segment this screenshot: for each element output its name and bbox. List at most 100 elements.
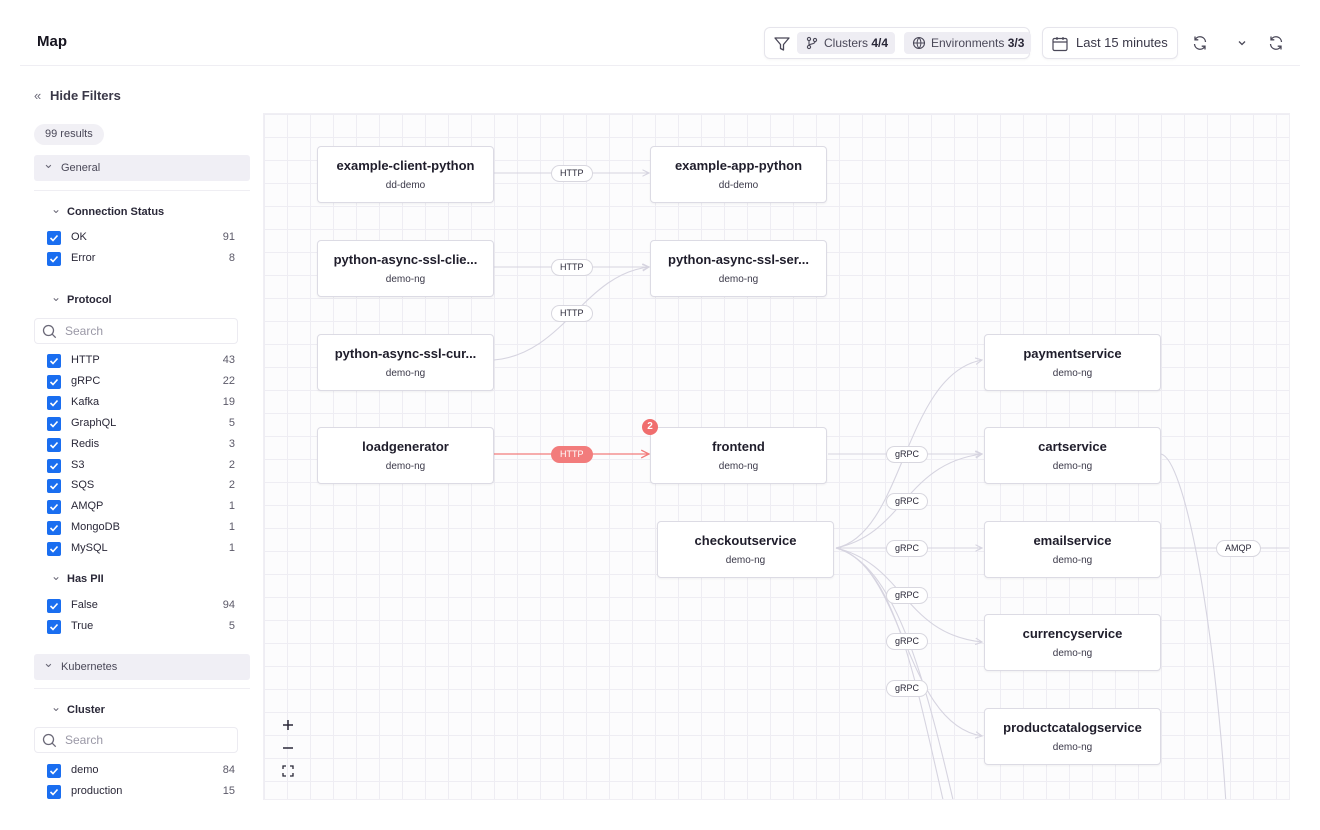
divider (34, 190, 250, 191)
edge-label-error[interactable]: HTTP (551, 446, 593, 463)
service-node[interactable]: python-async-ssl-clie...demo-ng (317, 240, 494, 297)
filter-row-error[interactable]: Error 8 (47, 249, 237, 269)
zoom-in-button[interactable] (278, 715, 298, 735)
check-icon (49, 545, 59, 553)
environments-selector[interactable]: Environments 3/3 (904, 32, 1032, 54)
edge-label[interactable]: gRPC (886, 680, 929, 697)
checkbox[interactable] (47, 375, 61, 389)
group-has-pii[interactable]: Has PII (51, 569, 104, 585)
checkbox[interactable] (47, 231, 61, 245)
checkbox[interactable] (47, 521, 61, 535)
cluster-search-input[interactable]: Search (34, 727, 238, 753)
page-title: Map (37, 33, 67, 50)
service-map-canvas[interactable]: HTTP HTTP HTTP HTTP gRPC gRPC gRPC gRPC … (263, 113, 1290, 800)
check-icon (49, 788, 59, 796)
minus-icon (283, 747, 293, 749)
edge-label[interactable]: AMQP (1216, 540, 1261, 557)
checkbox[interactable] (47, 438, 61, 452)
checkbox[interactable] (47, 396, 61, 410)
fit-view-button[interactable] (278, 761, 298, 781)
edge-checkout-offscreen-2 (835, 547, 944, 799)
refresh-button[interactable] (1189, 32, 1211, 54)
edge-label[interactable]: gRPC (886, 587, 929, 604)
group-cluster[interactable]: Cluster (51, 700, 105, 716)
checkbox[interactable] (47, 542, 61, 556)
edge-label[interactable]: gRPC (886, 493, 929, 510)
error-count-badge: 2 (642, 419, 658, 435)
edge-label[interactable]: gRPC (886, 540, 929, 557)
section-general[interactable]: General (34, 151, 250, 181)
edge-label[interactable]: HTTP (551, 259, 593, 276)
filter-icon[interactable] (773, 35, 791, 53)
search-icon (42, 733, 57, 748)
double-chevron-left-icon: « (34, 88, 42, 103)
chevron-down-icon (1238, 41, 1246, 46)
hide-filters-button[interactable]: «Hide Filters (34, 88, 121, 103)
check-icon (49, 602, 59, 610)
checkbox[interactable] (47, 417, 61, 431)
checkbox[interactable] (47, 479, 61, 493)
check-icon (49, 524, 59, 532)
edge-label[interactable]: HTTP (551, 305, 593, 322)
service-node[interactable]: python-async-ssl-cur...demo-ng (317, 334, 494, 391)
checkbox[interactable] (47, 599, 61, 613)
clusters-selector[interactable]: Clusters 4/4 (797, 32, 896, 54)
check-icon (49, 503, 59, 511)
checkbox[interactable] (47, 459, 61, 473)
filter-row-ok[interactable]: OK 91 (47, 228, 237, 248)
check-icon (49, 255, 59, 263)
group-connection-status[interactable]: Connection Status (51, 202, 164, 218)
checkbox[interactable] (47, 252, 61, 266)
check-icon (49, 420, 59, 428)
edge-label[interactable]: gRPC (886, 446, 929, 463)
check-icon (49, 357, 59, 365)
checkbox[interactable] (47, 785, 61, 799)
results-count-badge: 99 results (34, 124, 104, 145)
check-icon (49, 441, 59, 449)
time-range-picker[interactable]: Last 15 minutes (1042, 27, 1178, 59)
refresh-options-dropdown[interactable] (1231, 32, 1253, 54)
check-icon (49, 462, 59, 470)
filters-sidebar: «Hide Filters 99 results General Connect… (20, 67, 260, 807)
globe-icon (912, 36, 926, 50)
auto-refresh-button[interactable] (1265, 32, 1287, 54)
service-node[interactable]: python-async-ssl-ser...demo-ng (650, 240, 827, 297)
edge-label[interactable]: HTTP (551, 165, 593, 182)
protocol-search-input[interactable]: Search (34, 318, 238, 344)
checkbox[interactable] (47, 354, 61, 368)
calendar-icon (1052, 37, 1068, 52)
edge-label[interactable]: gRPC (886, 633, 929, 650)
group-protocol[interactable]: Protocol (51, 290, 111, 306)
branch-icon (806, 36, 818, 50)
checkbox[interactable] (47, 764, 61, 778)
checkbox[interactable] (47, 500, 61, 514)
divider (34, 688, 250, 689)
section-kubernetes[interactable]: Kubernetes (34, 650, 250, 680)
checkbox[interactable] (47, 620, 61, 634)
zoom-out-button[interactable] (278, 738, 298, 758)
